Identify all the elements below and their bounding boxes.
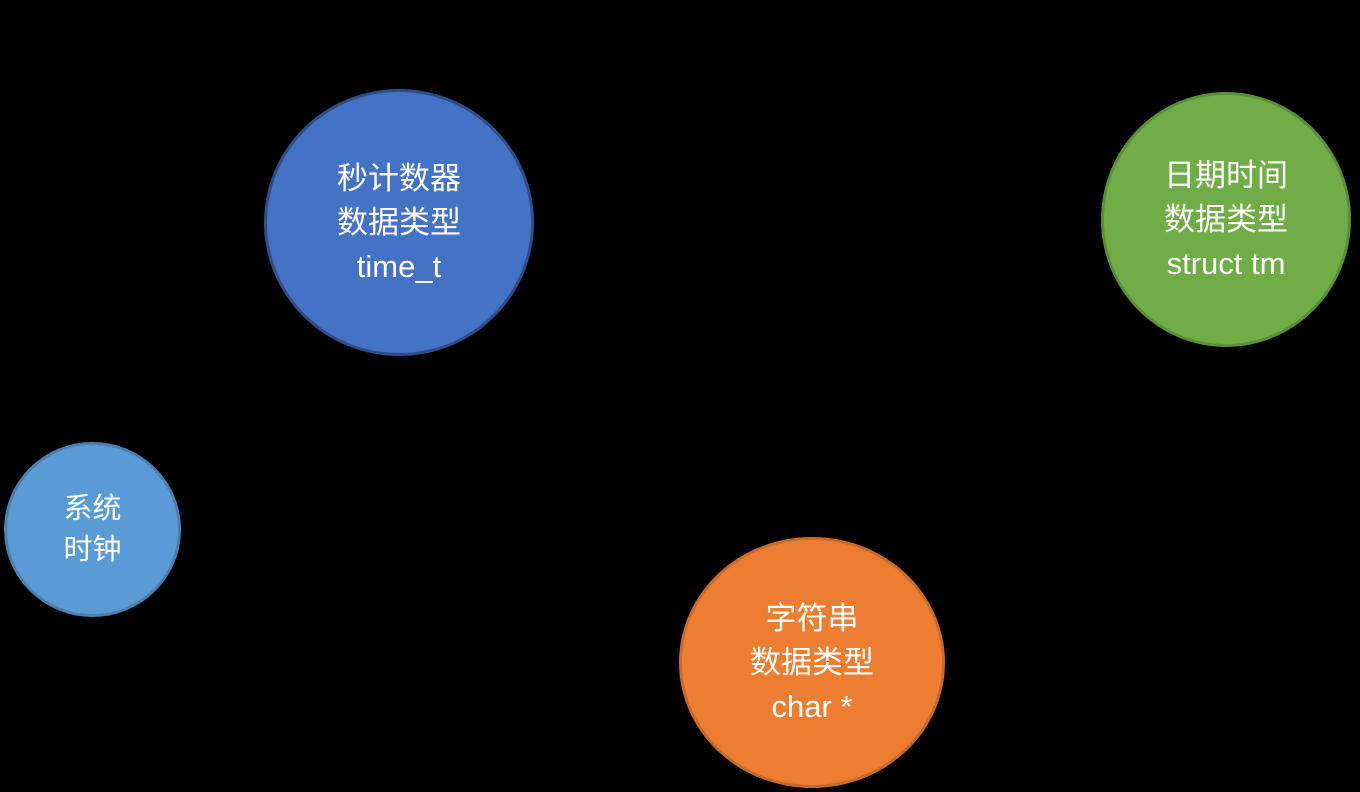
node-label-line: 日期时间 [1164,157,1288,193]
node-label-line: 数据类型 [750,644,874,680]
node-date-time-struct-tm[interactable]: 日期时间 数据类型 struct tm [1101,92,1351,347]
node-label-line: time_t [356,248,442,284]
node-label-line: 字符串 [765,600,859,636]
node-label-line: char * [771,688,853,724]
node-system-clock[interactable]: 系统 时钟 [4,442,181,617]
node-label-line: 秒计数器 [337,160,461,196]
node-string-char-ptr[interactable]: 字符串 数据类型 char * [679,537,945,788]
node-seconds-counter-time-t[interactable]: 秒计数器 数据类型 time_t [264,89,534,356]
node-label-line: 数据类型 [337,204,461,240]
node-label-line: 数据类型 [1164,201,1288,237]
node-label-line: 系统 [63,492,122,525]
node-label-line: 时钟 [63,533,122,566]
node-label-line: struct tm [1166,245,1286,281]
